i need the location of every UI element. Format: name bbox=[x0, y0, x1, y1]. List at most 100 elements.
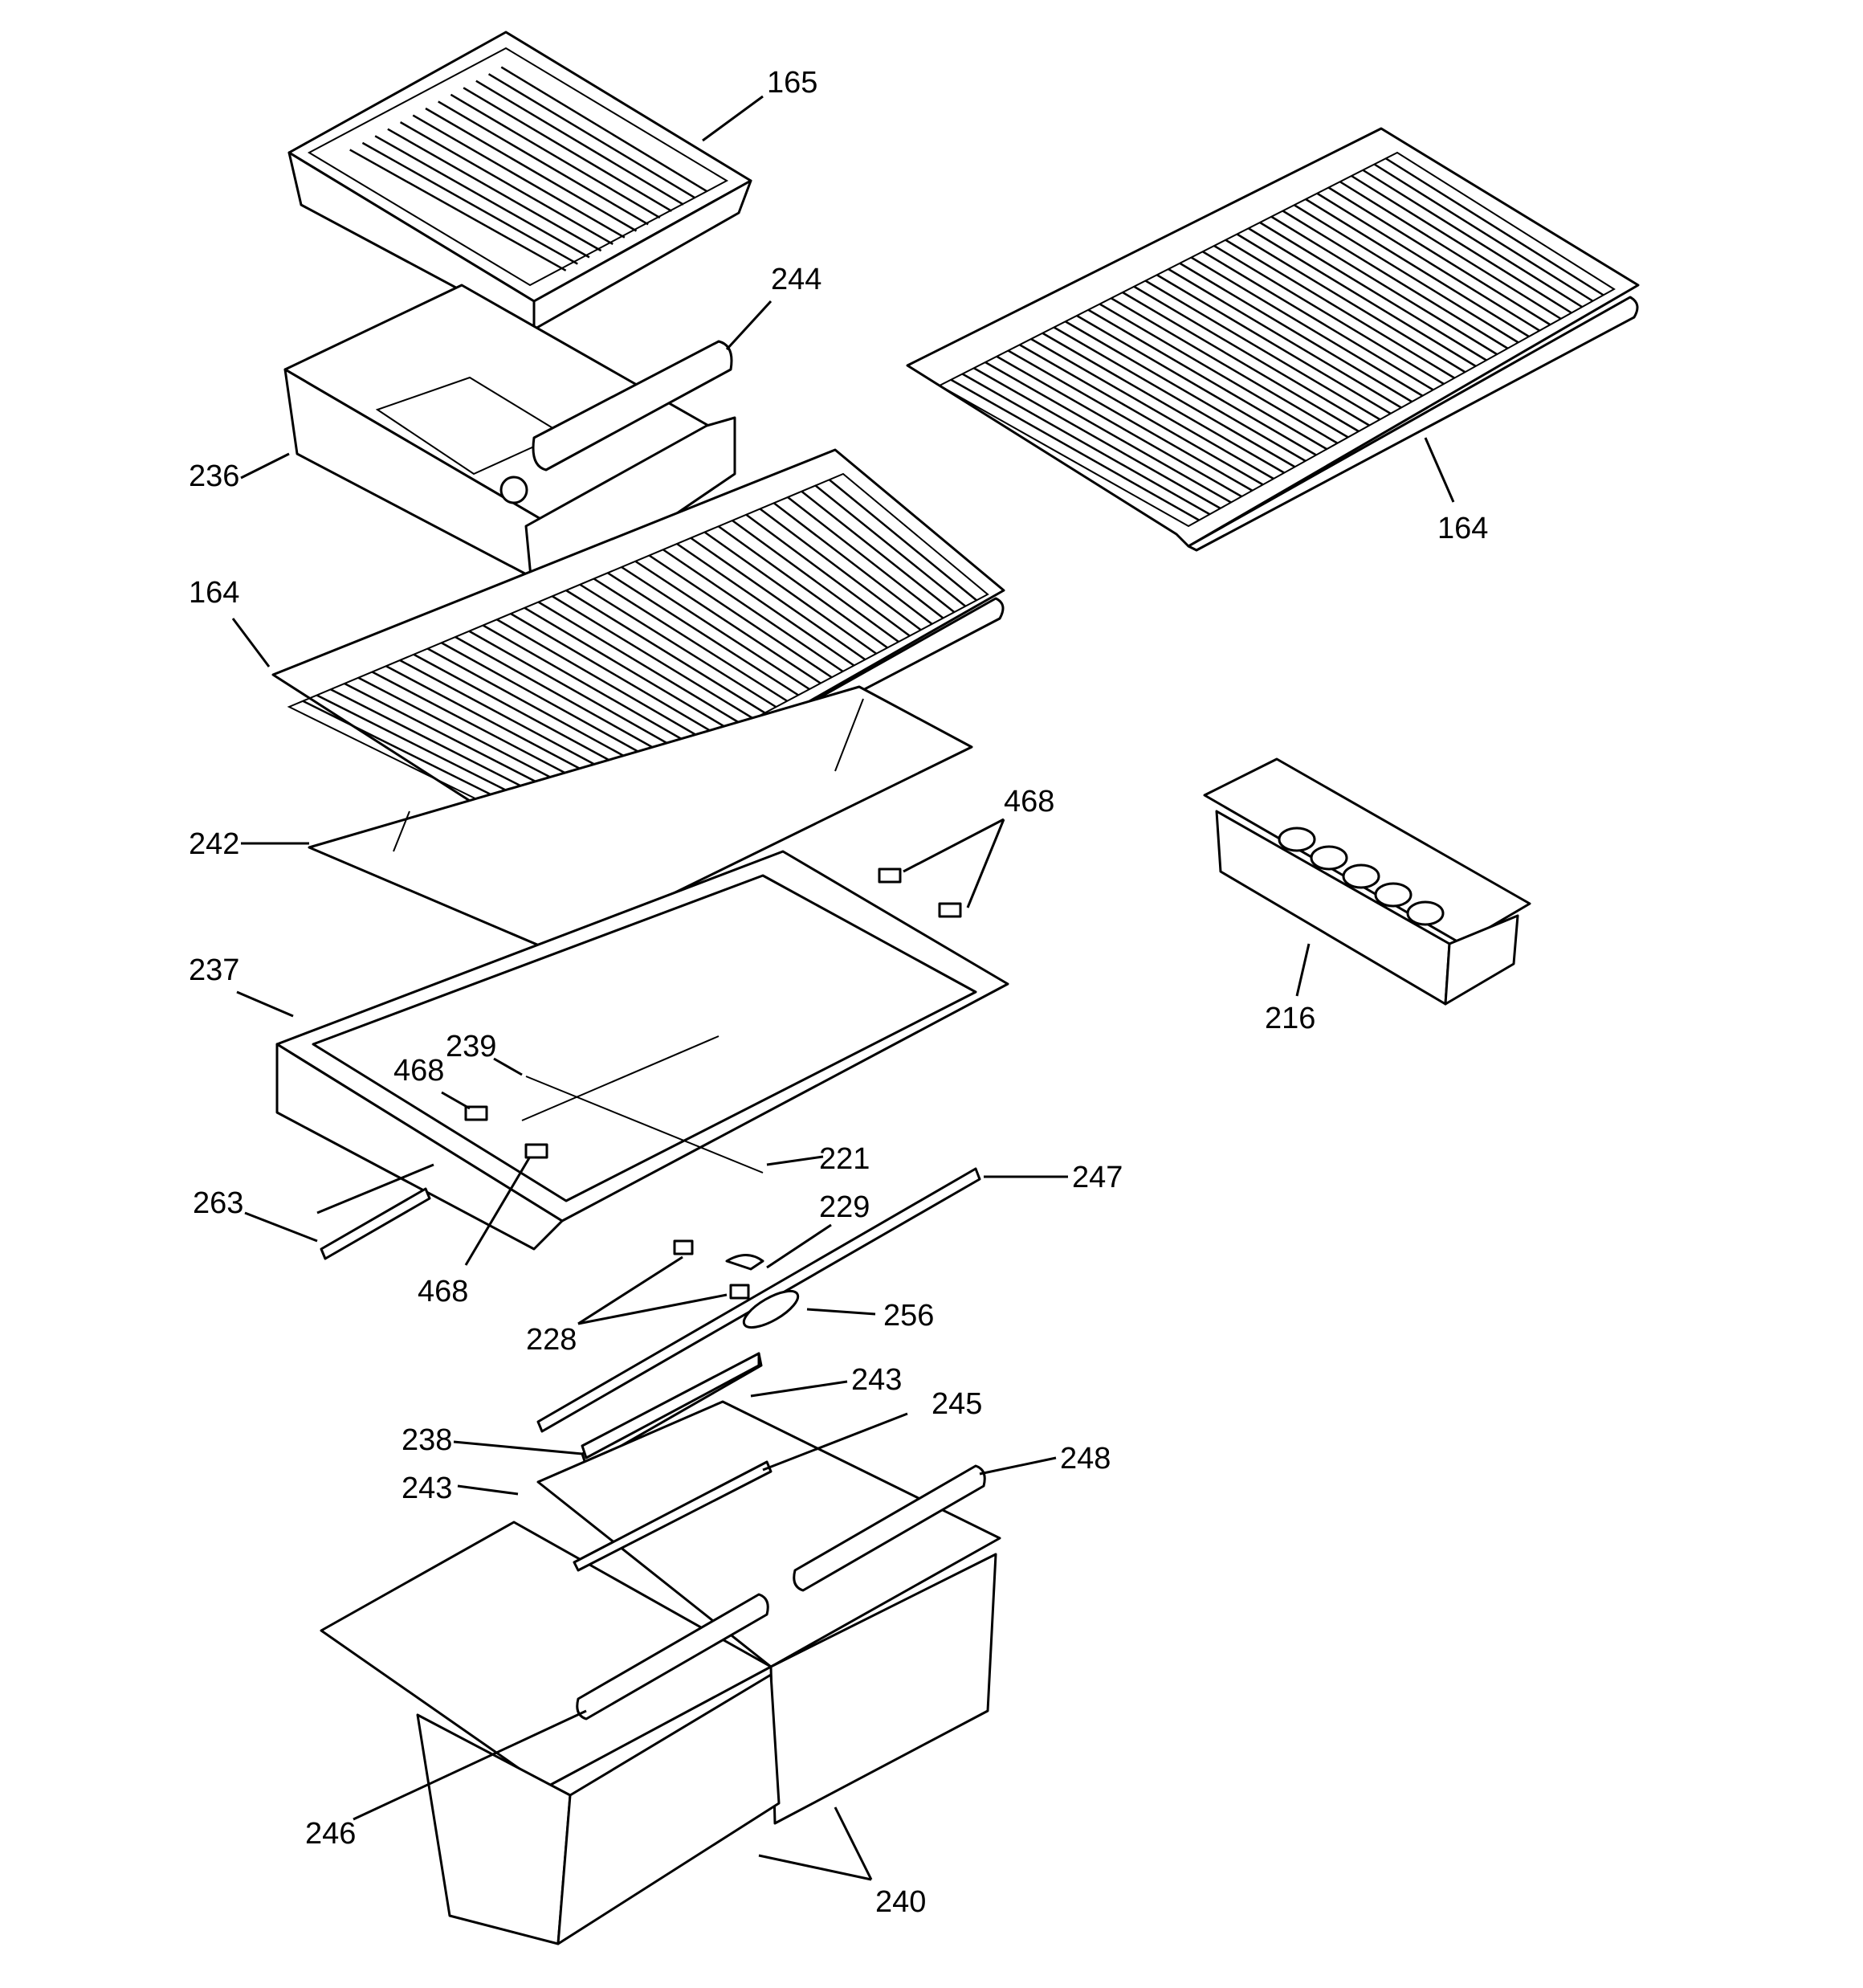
shelf-wire bbox=[1111, 297, 1349, 439]
shelf-wire bbox=[950, 378, 1200, 521]
callout-165: 165 bbox=[767, 66, 817, 100]
shelf-wire bbox=[1339, 181, 1562, 320]
callout-238: 238 bbox=[402, 1423, 452, 1457]
shelf-wire bbox=[1168, 267, 1402, 409]
cover-slot bbox=[438, 100, 649, 226]
shelf-wire bbox=[759, 508, 922, 631]
shelf-wire bbox=[413, 653, 643, 779]
shelf-wire bbox=[1316, 192, 1540, 332]
shelf-wire bbox=[1305, 198, 1530, 338]
callout-468-top: 468 bbox=[1004, 785, 1054, 818]
shelf-wire bbox=[579, 583, 777, 708]
shelf-wire bbox=[1373, 163, 1594, 302]
shelf-wire bbox=[524, 606, 732, 732]
shelf-wire bbox=[1019, 344, 1264, 486]
shelf-wire bbox=[973, 367, 1221, 509]
part-263-runner bbox=[320, 1187, 431, 1260]
callout-243-top: 243 bbox=[851, 1363, 902, 1397]
cover-slot bbox=[487, 73, 696, 199]
callout-236: 236 bbox=[189, 459, 239, 493]
shelf-wire bbox=[1144, 280, 1381, 421]
cover-slot bbox=[374, 135, 590, 259]
shelf-wire bbox=[1133, 285, 1370, 427]
shelf-wire bbox=[634, 560, 821, 684]
shelf-wire bbox=[1270, 215, 1498, 356]
part-165-cover bbox=[287, 31, 752, 331]
shelf-wire bbox=[1213, 244, 1445, 386]
shelf-wire bbox=[1202, 251, 1434, 391]
part-245-divider bbox=[573, 1460, 773, 1572]
shelf-wire bbox=[607, 572, 799, 696]
part-238-seal bbox=[581, 1352, 760, 1459]
shelf-wire bbox=[1362, 169, 1583, 308]
shelf-wire bbox=[1122, 291, 1360, 433]
shelf-wire bbox=[1327, 186, 1551, 326]
callout-216: 216 bbox=[1265, 1002, 1315, 1035]
shelf-wire bbox=[732, 519, 899, 643]
shelf-wire bbox=[718, 525, 888, 649]
shelf-wire bbox=[1156, 274, 1392, 414]
shelf-wire bbox=[441, 642, 666, 767]
shelf-wire bbox=[1042, 332, 1285, 474]
leader-lines bbox=[231, 95, 1455, 1881]
part-256-damper bbox=[742, 1289, 800, 1329]
callout-247: 247 bbox=[1072, 1161, 1123, 1194]
cover-slot bbox=[399, 121, 614, 246]
shelf-wire bbox=[426, 647, 654, 774]
part-216-egg-bin bbox=[1203, 757, 1531, 1006]
cover-slot bbox=[412, 114, 626, 239]
shelf-wire bbox=[814, 484, 967, 607]
cover-slot bbox=[387, 128, 602, 252]
callout-242: 242 bbox=[189, 827, 239, 861]
shelf-wire bbox=[1259, 221, 1487, 361]
shelf-wire bbox=[1065, 320, 1307, 462]
shelf-wire bbox=[1099, 303, 1339, 444]
shelf-wire bbox=[773, 502, 933, 625]
cover-slot bbox=[463, 87, 673, 212]
shelf-wire bbox=[676, 542, 855, 667]
callout-237: 237 bbox=[189, 953, 239, 987]
part-248-handle bbox=[793, 1464, 986, 1592]
shelf-wire bbox=[496, 618, 710, 744]
part-237-frame bbox=[275, 850, 1009, 1251]
shelf-wire bbox=[399, 659, 632, 786]
shelf-wire bbox=[745, 513, 911, 637]
callout-229: 229 bbox=[819, 1190, 870, 1224]
callout-468-mid: 468 bbox=[393, 1054, 444, 1088]
shelf-wire bbox=[1076, 314, 1317, 456]
shelf-wire bbox=[565, 589, 766, 714]
cover-slot bbox=[425, 107, 638, 232]
shelf-wire bbox=[468, 630, 687, 756]
part-242-glass bbox=[308, 685, 973, 953]
shelf-wire bbox=[690, 537, 866, 661]
part-468-clips bbox=[464, 867, 962, 1159]
shelf-wire bbox=[482, 624, 699, 749]
callout-256: 256 bbox=[883, 1299, 934, 1333]
shelf-wire bbox=[1385, 157, 1604, 296]
callout-245: 245 bbox=[932, 1387, 982, 1421]
shelf-wire bbox=[1179, 262, 1413, 403]
shelf-wire bbox=[1007, 349, 1254, 492]
callout-263: 263 bbox=[193, 1186, 243, 1220]
callout-240: 240 bbox=[875, 1885, 926, 1919]
callout-228: 228 bbox=[526, 1323, 577, 1357]
shelf-wire bbox=[801, 490, 956, 614]
part-165-slots bbox=[349, 66, 708, 271]
callout-243-bottom: 243 bbox=[402, 1472, 452, 1505]
shelf-wire bbox=[510, 612, 721, 738]
shelf-wire bbox=[787, 496, 944, 619]
shelf-wire bbox=[996, 355, 1242, 498]
shelf-wire bbox=[1236, 233, 1466, 374]
shelf-wire bbox=[703, 531, 877, 655]
cover-slot bbox=[361, 141, 578, 265]
part-228-brackets bbox=[673, 1239, 750, 1300]
part-240-drawers bbox=[320, 1400, 1001, 1945]
shelf-wire bbox=[1087, 308, 1327, 451]
callout-164-left: 164 bbox=[189, 576, 239, 610]
part-164-shelf-right bbox=[906, 127, 1640, 552]
part-229-latch bbox=[725, 1254, 764, 1271]
shelf-wire bbox=[1294, 204, 1519, 344]
shelf-wire bbox=[537, 601, 744, 726]
part-236-pan bbox=[283, 284, 724, 580]
